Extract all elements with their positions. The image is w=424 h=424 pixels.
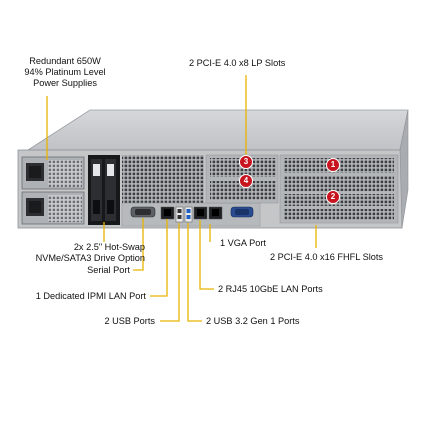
usb3-label: 2 USB 3.2 Gen 1 Ports (206, 316, 300, 326)
slot-marker-3: 3 (239, 155, 253, 169)
lp-slots-label: 2 PCI-E 4.0 x8 LP Slots (189, 58, 286, 68)
psu-top (21, 156, 85, 190)
psu-label-line-2: 94% Platinum Level (24, 67, 106, 77)
psu-label-line-3: Power Supplies (33, 78, 97, 88)
usb3-callout-line (187, 223, 202, 322)
vga-label: 1 VGA Port (220, 238, 266, 248)
drive-label: 2x 2.5" Hot-Swap NVMe/SATA3 Drive Option (0, 242, 145, 264)
slot-marker-2: 2 (326, 190, 340, 204)
psu-label: Redundant 650W 94% Platinum Level Power … (10, 56, 120, 89)
psu-label-line-1: Redundant 650W (29, 56, 101, 66)
slot-marker-1: 1 (326, 158, 340, 172)
psu-bottom (21, 191, 85, 225)
usb2-callout-line (160, 223, 180, 322)
drive-label-line-2: NVMe/SATA3 Drive Option (35, 253, 145, 263)
usb2-label: 2 USB Ports (104, 316, 155, 326)
ipmi-callout-line (150, 219, 168, 297)
usb2-port-shape (175, 206, 184, 223)
callout-lines (46, 75, 317, 322)
drive-bays (88, 155, 120, 225)
serial-label: Serial Port (87, 265, 130, 275)
lan-label: 2 RJ45 10GbE LAN Ports (218, 284, 323, 294)
io-vent (122, 155, 204, 203)
ipmi-label: 1 Dedicated IPMI LAN Port (35, 291, 146, 301)
slot-marker-4: 4 (239, 174, 253, 188)
serial-callout-line (133, 218, 144, 271)
drive-label-line-1: 2x 2.5" Hot-Swap (73, 242, 145, 252)
fhfl-slots-label: 2 PCI-E 4.0 x16 FHFL Slots (270, 252, 384, 262)
chassis-top (26, 109, 409, 151)
lan-callout-line (199, 220, 214, 290)
usb3-port-shape (184, 206, 193, 223)
